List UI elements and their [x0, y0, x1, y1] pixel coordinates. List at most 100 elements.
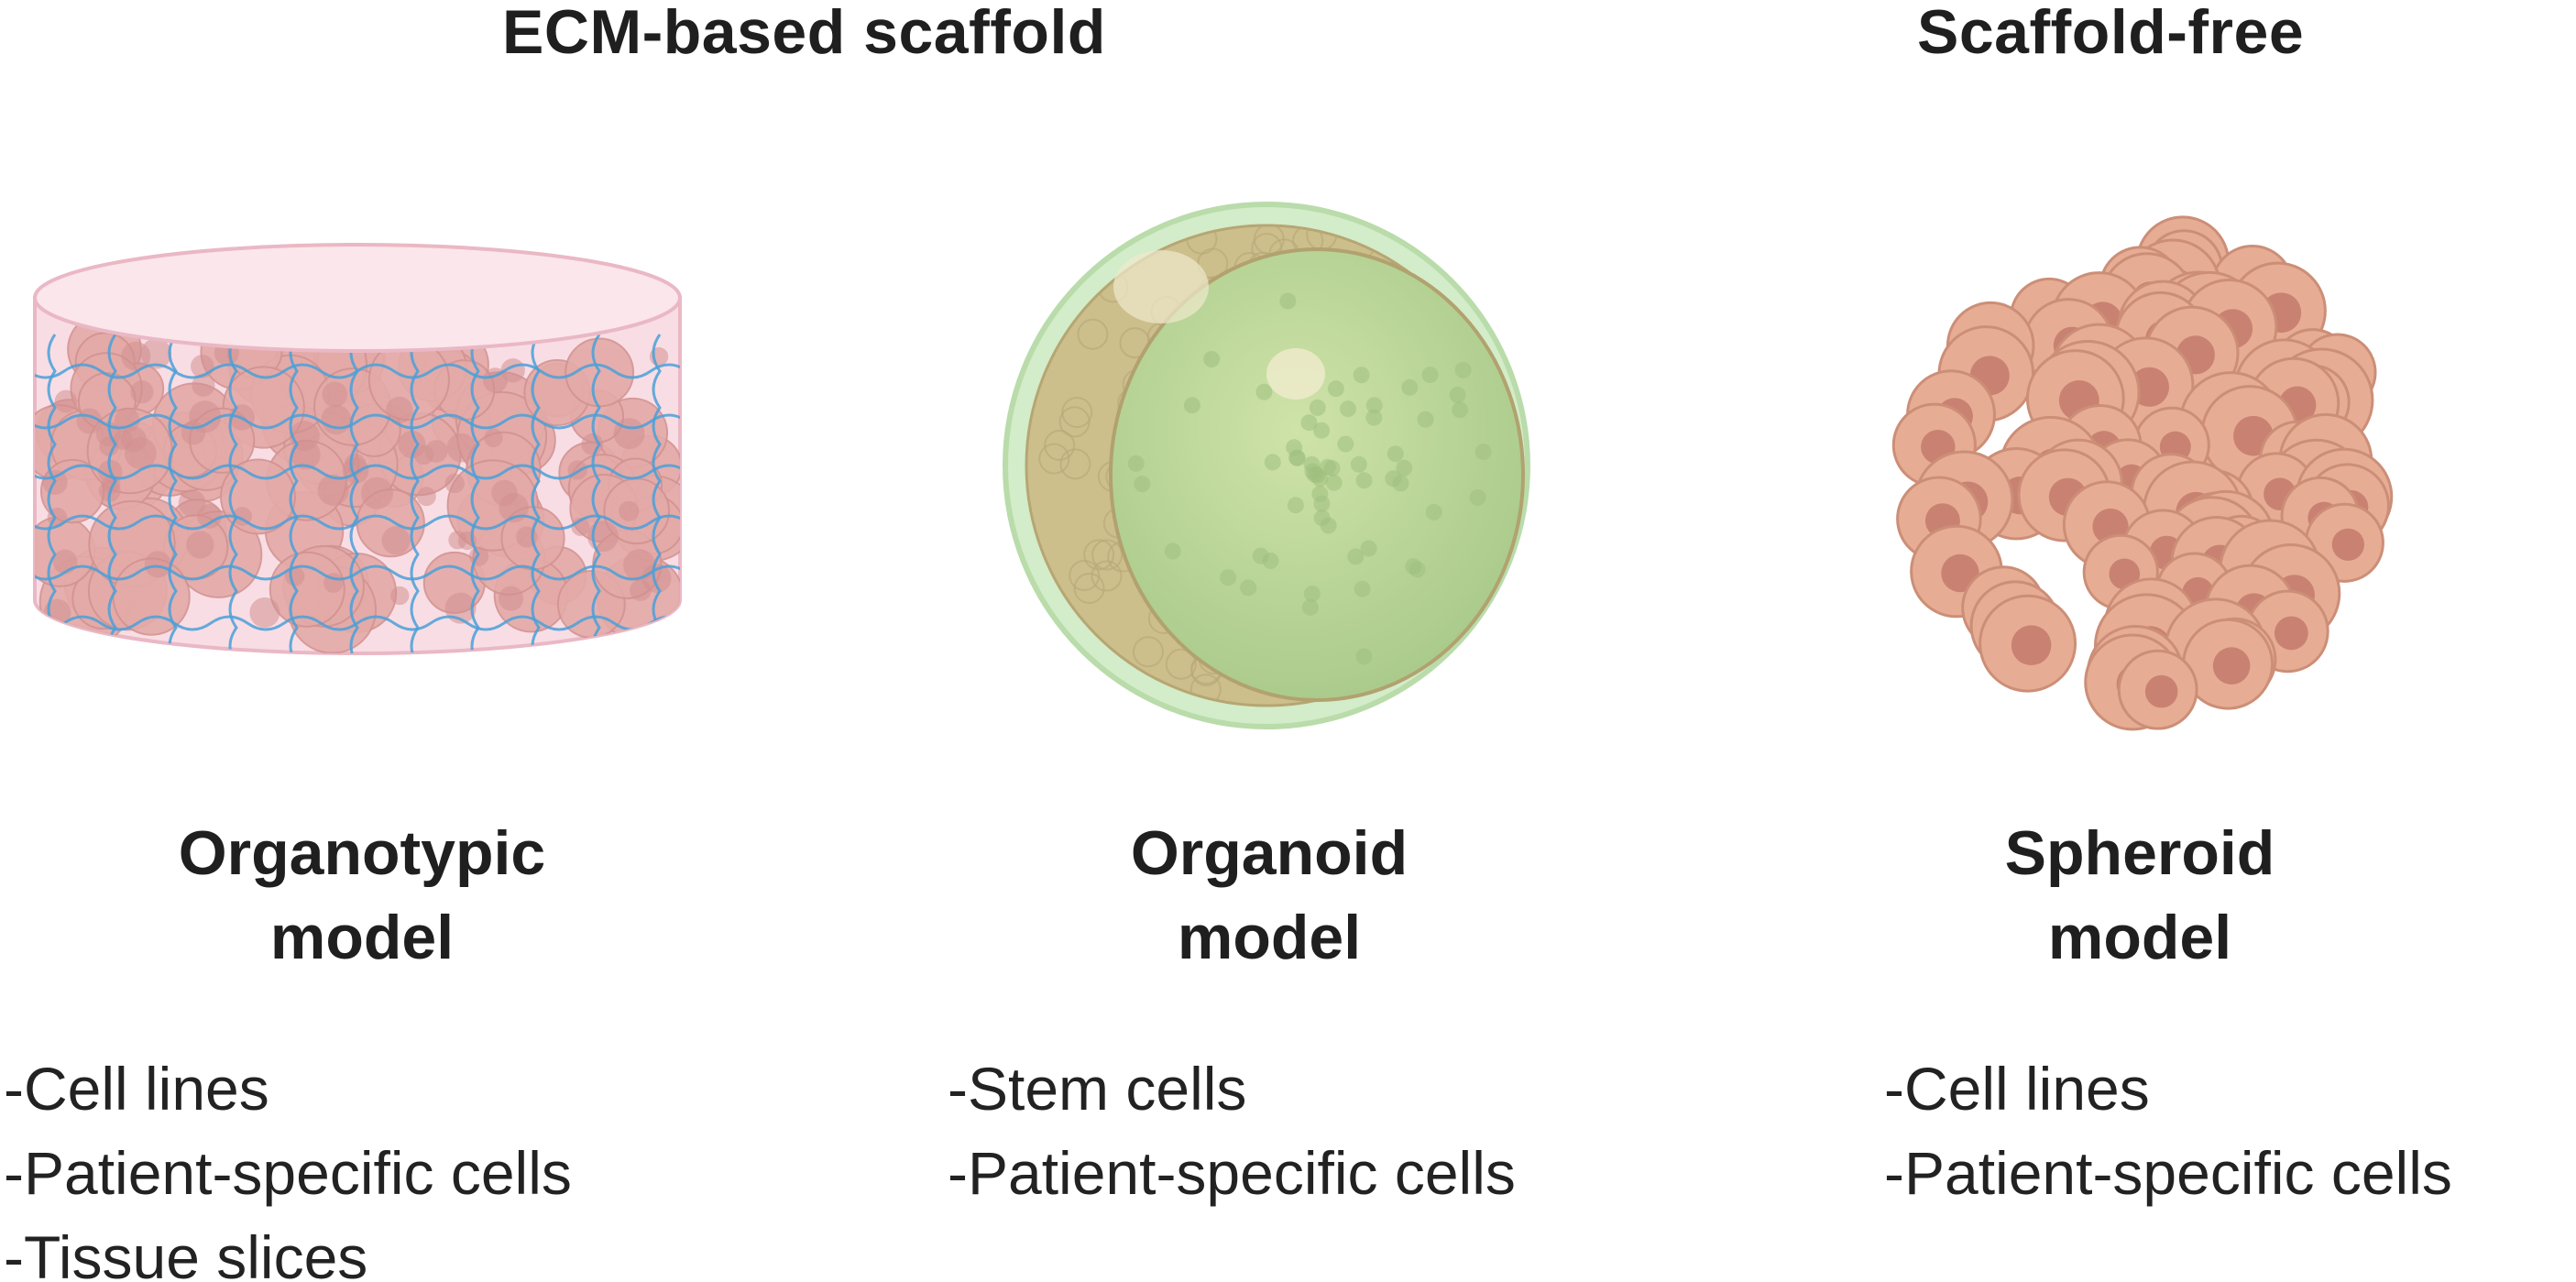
- title-organoid-line2: model: [1177, 903, 1362, 972]
- epithelial-cell: [1165, 648, 1197, 680]
- title-organotypic: Organotypic model: [92, 811, 632, 980]
- epithelial-cell: [1069, 560, 1101, 592]
- spheroid-illustration: [1891, 215, 2394, 731]
- organotypic-illustration: [33, 243, 682, 655]
- lumen-cell: [1240, 579, 1257, 597]
- list-item: -Patient-specific cells: [4, 1139, 572, 1207]
- lumen-cell: [1409, 561, 1426, 578]
- lumen-cell: [1347, 548, 1365, 565]
- organoid-highlight-2: [1266, 348, 1325, 400]
- lumen-cell: [1454, 361, 1472, 378]
- epithelial-cell: [1091, 560, 1123, 592]
- mesh-strand-horizontal: [35, 514, 680, 531]
- lumen-cell: [1365, 409, 1383, 426]
- lumen-cell: [1387, 445, 1404, 463]
- title-spheroid: Spheroid model: [1869, 811, 2410, 980]
- tissue-nucleus: [581, 433, 604, 455]
- lumen-cell: [1425, 503, 1442, 520]
- tissue-nucleus: [416, 487, 436, 507]
- tissue-nucleus: [613, 417, 645, 450]
- lumen-cell: [1203, 350, 1221, 367]
- lumen-cell: [1449, 386, 1466, 403]
- lumen-cell: [1313, 495, 1331, 512]
- spheroid-nucleus: [2144, 674, 2178, 708]
- sources-organoid: -Stem cells -Patient-specific cells: [948, 1046, 1516, 1215]
- lumen-cell: [1306, 466, 1323, 483]
- lumen-cell: [1401, 378, 1419, 396]
- epithelial-cell: [1083, 539, 1115, 571]
- tissue-cells: [35, 312, 680, 653]
- spheroid-nucleus: [2011, 625, 2052, 665]
- tissue-nucleus: [468, 546, 489, 566]
- tissue-nucleus: [186, 531, 214, 559]
- epithelial-cell: [1077, 318, 1109, 350]
- list-item: -Stem cells: [948, 1055, 1247, 1123]
- lumen-cell: [1300, 414, 1318, 432]
- lumen-cell: [1417, 411, 1434, 428]
- list-item: -Patient-specific cells: [1884, 1139, 2452, 1207]
- tissue-nucleus: [189, 400, 222, 433]
- lumen-cell: [1319, 458, 1336, 476]
- list-item: -Cell lines: [4, 1055, 269, 1123]
- lumen-cell: [1392, 475, 1409, 492]
- lumen-cell: [1325, 474, 1343, 491]
- gel-top: [33, 243, 682, 353]
- lumen-cell: [1264, 454, 1281, 471]
- tissue-nucleus: [130, 380, 154, 404]
- lumen-cell: [1354, 580, 1371, 597]
- header-scaffold-free: Scaffold-free: [1917, 0, 2305, 67]
- tissue-nucleus: [360, 477, 394, 510]
- list-item: -Cell lines: [1884, 1055, 2150, 1123]
- tissue-nucleus: [446, 433, 477, 463]
- tissue-nucleus: [178, 489, 206, 517]
- lumen-cell: [1286, 439, 1303, 456]
- title-spheroid-line1: Spheroid: [2004, 818, 2275, 888]
- lumen-cell: [1183, 397, 1200, 414]
- mesh-strand-vertical: [228, 334, 238, 653]
- title-organotypic-line1: Organotypic: [178, 818, 546, 888]
- lumen-cell: [1396, 459, 1413, 477]
- epithelial-cell: [1132, 636, 1164, 668]
- lumen-cell: [1469, 488, 1486, 506]
- list-item: -Tissue slices: [4, 1223, 368, 1282]
- mesh-strand-vertical: [410, 334, 420, 653]
- sources-spheroid: -Cell lines -Patient-specific cells: [1884, 1046, 2452, 1215]
- spheroid-nucleus: [2212, 647, 2251, 685]
- header-ecm-scaffold: ECM-based scaffold: [502, 0, 1106, 67]
- list-item: -Patient-specific cells: [948, 1139, 1516, 1207]
- spheroid-nucleus: [2274, 616, 2308, 651]
- mesh-strand-vertical: [470, 334, 480, 653]
- lumen-cell: [1353, 367, 1370, 384]
- mesh-strand-horizontal: [35, 413, 680, 430]
- tissue-nucleus: [317, 474, 349, 506]
- tissue-nucleus: [144, 551, 171, 578]
- epithelial-cell: [1073, 572, 1105, 604]
- tissue-nucleus: [630, 579, 652, 601]
- tissue-nucleus: [498, 586, 524, 611]
- lumen-cell: [1474, 444, 1492, 461]
- tissue-nucleus: [390, 586, 410, 606]
- spheroid-cells: [1891, 215, 2394, 731]
- mesh-strand-vertical: [531, 334, 541, 653]
- lumen-cell: [1255, 383, 1273, 400]
- lumen-cell: [1360, 540, 1377, 557]
- title-spheroid-line2: model: [2047, 903, 2232, 972]
- tissue-nucleus: [249, 597, 280, 628]
- tissue-nucleus: [619, 500, 640, 521]
- tissue-nucleus: [424, 440, 448, 463]
- tissue-nucleus: [448, 531, 467, 550]
- tissue-nucleus: [484, 428, 503, 448]
- lumen-cell: [1452, 401, 1469, 419]
- tissue-nucleus: [121, 341, 151, 371]
- tissue-nucleus: [120, 426, 147, 453]
- organoid-illustration: [1003, 202, 1530, 729]
- tissue-nucleus: [322, 381, 348, 408]
- lumen-cell: [1313, 510, 1331, 527]
- spheroid-nucleus: [2331, 528, 2365, 561]
- mesh-strand-horizontal: [35, 564, 680, 581]
- tissue-nucleus: [398, 431, 426, 459]
- epithelial-cell: [1044, 429, 1076, 461]
- tissue-nucleus: [192, 373, 215, 397]
- lumen-cell: [1301, 598, 1319, 616]
